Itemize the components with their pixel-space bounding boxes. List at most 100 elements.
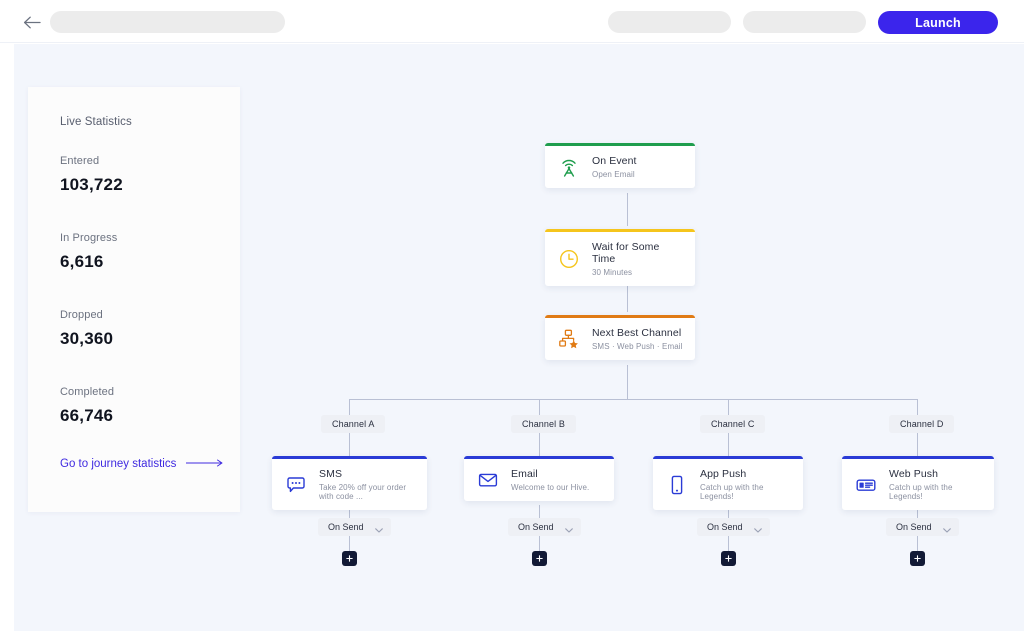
plus-icon xyxy=(725,555,732,562)
stat-completed: Completed 66,746 xyxy=(60,386,114,426)
trigger-label: On Send xyxy=(518,522,554,532)
trigger-label: On Send xyxy=(707,522,743,532)
launch-button[interactable]: Launch xyxy=(878,11,998,34)
connector-channel-c-to-card xyxy=(728,433,729,457)
connector-bar-to-channel-c xyxy=(728,399,729,415)
antenna-icon xyxy=(557,155,581,179)
trigger-dropdown-channel-c[interactable]: On Send xyxy=(697,518,770,536)
connector-trigger-d-to-add xyxy=(917,536,918,551)
toolbar-pill-tertiary[interactable] xyxy=(743,11,866,33)
trigger-dropdown-channel-d[interactable]: On Send xyxy=(886,518,959,536)
sms-bubble-icon xyxy=(284,473,308,497)
stat-value: 66,746 xyxy=(60,406,114,425)
connector-channel-d-to-card xyxy=(917,433,918,457)
connector-channel-a-to-card xyxy=(349,433,350,457)
trigger-dropdown-channel-b[interactable]: On Send xyxy=(508,518,581,536)
node-subtitle: 30 Minutes xyxy=(592,268,633,277)
node-title: Web Push xyxy=(889,468,939,480)
node-sms[interactable]: SMS Take 20% off your order with code ..… xyxy=(272,456,427,510)
trigger-label: On Send xyxy=(896,522,932,532)
node-accent-bar xyxy=(464,456,614,459)
connector-bar-to-channel-a xyxy=(349,399,350,415)
journey-statistics-link-label: Go to journey statistics xyxy=(60,458,177,470)
node-subtitle: Catch up with the Legends! xyxy=(700,483,764,501)
node-title: Wait for Some Time xyxy=(592,241,660,265)
go-to-journey-statistics-link[interactable]: Go to journey statistics xyxy=(60,458,224,470)
add-step-button-channel-b[interactable] xyxy=(532,551,547,566)
node-app-push[interactable]: App Push Catch up with the Legends! xyxy=(653,456,803,510)
node-accent-bar xyxy=(545,315,695,318)
connector-trigger-c-to-add xyxy=(728,536,729,551)
add-step-button-channel-d[interactable] xyxy=(910,551,925,566)
stat-value: 103,722 xyxy=(60,175,123,194)
node-wait-for-some-time[interactable]: Wait for Some Time 30 Minutes xyxy=(545,229,695,286)
stat-label: Entered xyxy=(60,155,100,167)
trigger-dropdown-channel-a[interactable]: On Send xyxy=(318,518,391,536)
live-statistics-panel: Live Statistics Entered 103,722 In Progr… xyxy=(28,87,240,512)
branch-label-channel-b[interactable]: Channel B xyxy=(511,415,576,433)
stat-value: 30,360 xyxy=(60,329,114,348)
connector-card-c-to-trigger xyxy=(728,505,729,518)
add-step-button-channel-c[interactable] xyxy=(721,551,736,566)
node-email[interactable]: Email Welcome to our Hive. xyxy=(464,456,614,501)
web-notification-icon xyxy=(854,473,878,497)
connector-trigger-a-to-add xyxy=(349,536,350,551)
stat-label: Dropped xyxy=(60,309,103,321)
stat-label: Completed xyxy=(60,386,115,398)
journey-name-input[interactable] xyxy=(50,11,285,33)
node-subtitle: Welcome to our Hive. xyxy=(511,483,590,492)
plus-icon xyxy=(346,555,353,562)
node-subtitle: Open Email xyxy=(592,170,635,179)
connector-channel-b-to-card xyxy=(539,433,540,457)
node-subtitle: Take 20% off your order with code ... xyxy=(319,483,407,501)
stat-entered: Entered 103,722 xyxy=(60,155,123,195)
node-on-event[interactable]: On Event Open Email xyxy=(545,143,695,188)
stat-in-progress: In Progress 6,616 xyxy=(60,232,117,272)
live-statistics-heading: Live Statistics xyxy=(60,116,132,128)
node-accent-bar xyxy=(545,229,695,232)
trigger-label: On Send xyxy=(328,522,364,532)
plus-icon xyxy=(536,555,543,562)
node-accent-bar xyxy=(545,143,695,146)
chevron-down-icon xyxy=(942,525,951,533)
stat-value: 6,616 xyxy=(60,252,104,271)
node-accent-bar xyxy=(842,456,994,459)
branch-label-channel-a[interactable]: Channel A xyxy=(321,415,386,433)
stat-label: In Progress xyxy=(60,232,118,244)
node-accent-bar xyxy=(272,456,427,459)
node-web-push[interactable]: Web Push Catch up with the Legends! xyxy=(842,456,994,510)
mobile-phone-icon xyxy=(665,473,689,497)
toolbar-pill-secondary[interactable] xyxy=(608,11,731,33)
connector-bar-to-channel-b xyxy=(539,399,540,415)
connector-card-b-to-trigger xyxy=(539,505,540,518)
clock-icon xyxy=(557,247,581,271)
back-button[interactable] xyxy=(22,13,42,31)
arrow-left-icon xyxy=(23,16,41,29)
branch-label-channel-d[interactable]: Channel D xyxy=(889,415,955,433)
chevron-down-icon xyxy=(374,525,383,533)
canvas-left-gutter xyxy=(0,44,14,631)
envelope-icon xyxy=(476,468,500,492)
node-title: App Push xyxy=(700,468,747,480)
chevron-down-icon xyxy=(564,525,573,533)
connector-wait-to-nbc xyxy=(627,279,628,312)
top-toolbar: Launch xyxy=(0,0,1024,43)
hierarchy-star-icon xyxy=(557,327,581,351)
node-title: Next Best Channel xyxy=(592,327,682,339)
node-next-best-channel[interactable]: Next Best Channel SMS · Web Push · Email xyxy=(545,315,695,360)
arrow-right-long-icon xyxy=(186,458,224,470)
connector-card-a-to-trigger xyxy=(349,505,350,518)
node-title: SMS xyxy=(319,468,343,480)
add-step-button-channel-a[interactable] xyxy=(342,551,357,566)
branch-label-channel-c[interactable]: Channel C xyxy=(700,415,766,433)
node-accent-bar xyxy=(653,456,803,459)
plus-icon xyxy=(914,555,921,562)
connector-trigger-b-to-add xyxy=(539,536,540,551)
node-subtitle: Catch up with the Legends! xyxy=(889,483,953,501)
connector-card-d-to-trigger xyxy=(917,505,918,518)
connector-bar-to-channel-d xyxy=(917,399,918,415)
node-title: Email xyxy=(511,468,538,480)
connector-event-to-wait xyxy=(627,193,628,226)
branch-split-bar xyxy=(349,399,918,400)
